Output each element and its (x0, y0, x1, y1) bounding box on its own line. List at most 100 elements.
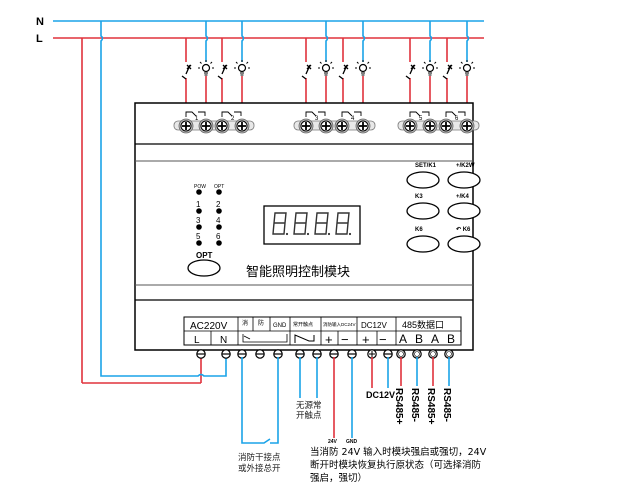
led-pow: POW (194, 184, 206, 195)
channel-number-label: 6 (455, 116, 459, 122)
relay-contact-symbol (409, 111, 430, 117)
fire-input-header: 消防输入DC24V (323, 321, 356, 328)
lamp-bulb (321, 63, 331, 73)
function-button-key[interactable] (447, 202, 481, 220)
screw-terminal[interactable] (422, 118, 438, 134)
bottom-screw-terminal[interactable] (347, 349, 357, 359)
led-label: OPT (214, 184, 224, 190)
screw-terminal[interactable] (214, 118, 230, 134)
screw-terminal[interactable] (355, 118, 371, 134)
terminal-rail (397, 120, 480, 131)
rs485-pin-label: A (431, 332, 439, 346)
screw-terminal[interactable] (178, 118, 194, 134)
lamp-icon (459, 60, 475, 76)
display-digit (293, 212, 310, 236)
live-bus-label: L (36, 33, 43, 45)
lamp-rays (198, 60, 214, 76)
screw-cross (202, 122, 210, 130)
fire-note-line-3: 强启，强切） (310, 472, 367, 484)
function-button-label: K3 (415, 194, 423, 200)
dc12v-minus: − (379, 332, 387, 347)
screw-cross (442, 122, 450, 130)
rs485-wire-label: RS485- (441, 388, 452, 422)
display-digit (335, 212, 352, 236)
function-button-5[interactable]: K6 (406, 227, 440, 253)
screw-terminal[interactable] (318, 118, 334, 134)
load-channel-5 (405, 21, 438, 105)
lamp-feed-wire (362, 21, 366, 62)
bottom-screw-terminal[interactable] (367, 349, 377, 359)
terminal-L-label: L (194, 335, 200, 346)
function-button-key[interactable] (406, 235, 440, 253)
fire-input-minus: − (341, 332, 349, 347)
function-button-key[interactable] (447, 235, 481, 253)
dry-contact-header-2: 防 (258, 319, 264, 327)
bottom-screw-terminal[interactable] (396, 349, 406, 359)
function-button-3[interactable]: K3 (406, 194, 440, 220)
screw-terminal[interactable] (459, 118, 475, 134)
rs485-pin-label: B (415, 332, 423, 346)
led-label: POW (194, 184, 206, 190)
function-button-key[interactable] (406, 171, 440, 189)
rs485-header: 485数据口 (402, 319, 444, 330)
screw-terminal[interactable] (298, 118, 314, 134)
led-dot (216, 224, 222, 230)
supply-wires (81, 21, 227, 384)
lamp-rays (318, 60, 334, 76)
switch-icon (338, 64, 349, 80)
led-dot (196, 224, 202, 230)
digit-segments (272, 212, 287, 235)
bottom-screw-terminal[interactable] (237, 349, 247, 359)
load-channel-1 (181, 21, 214, 105)
decimal-point (306, 232, 310, 236)
screw-terminal[interactable] (234, 118, 250, 134)
led-5: 5 (196, 232, 202, 246)
lamp-feed-wire (325, 21, 329, 62)
screw-terminal[interactable] (402, 118, 418, 134)
no-contact-annotation-2: 开触点 (296, 410, 322, 421)
opt-button[interactable] (187, 259, 221, 277)
normally-open-header: 常开触点 (293, 321, 313, 328)
function-button-key[interactable] (447, 171, 481, 189)
led-dot (196, 240, 202, 246)
function-button-4[interactable]: +/K4 (447, 194, 481, 220)
screw-plus-mark (369, 351, 375, 357)
bottom-screw-terminal[interactable] (312, 349, 322, 359)
function-button-2[interactable]: +/K2W (447, 163, 481, 189)
switch-symbol (301, 64, 312, 80)
fire-input-plus: + (325, 332, 333, 347)
bottom-screw-terminal[interactable] (255, 349, 265, 359)
screw-cross (406, 122, 414, 130)
lamp-icon (422, 60, 438, 76)
bottom-screw-terminal[interactable] (295, 349, 305, 359)
bottom-screw-terminal[interactable] (196, 349, 206, 359)
bottom-screw-terminal[interactable] (444, 349, 454, 359)
lamp-bulb (237, 63, 247, 73)
function-button-1[interactable]: SET/K1 (406, 163, 440, 189)
dry-contact-header-1: 消 (242, 319, 248, 327)
terminal-rail (293, 120, 376, 131)
function-button-6[interactable]: ↶ K6 (447, 226, 481, 253)
screw-terminal[interactable] (334, 118, 350, 134)
bottom-screw-terminal[interactable] (329, 349, 339, 359)
lamp-rays (355, 60, 371, 76)
switch-icon (217, 64, 228, 80)
function-button-key[interactable] (406, 202, 440, 220)
screw-cross (238, 122, 246, 130)
gnd-header: GND (273, 323, 287, 329)
screw-cross (426, 122, 434, 130)
bottom-screw-terminal[interactable] (412, 349, 422, 359)
channel-number-label: 1 (195, 116, 199, 122)
function-button-label: +/K2W (456, 163, 475, 169)
decimal-point (285, 232, 289, 236)
bottom-screw-terminal[interactable] (428, 349, 438, 359)
terminal-N-label: N (220, 335, 227, 346)
screw-terminal[interactable] (438, 118, 454, 134)
bottom-screw-terminal[interactable] (273, 349, 283, 359)
channel-number-label: 2 (231, 116, 235, 122)
led-2: 2 (216, 200, 222, 214)
bottom-screw-terminal[interactable] (383, 349, 393, 359)
screw-terminal[interactable] (198, 118, 214, 134)
bottom-screw-terminal[interactable] (221, 349, 231, 359)
